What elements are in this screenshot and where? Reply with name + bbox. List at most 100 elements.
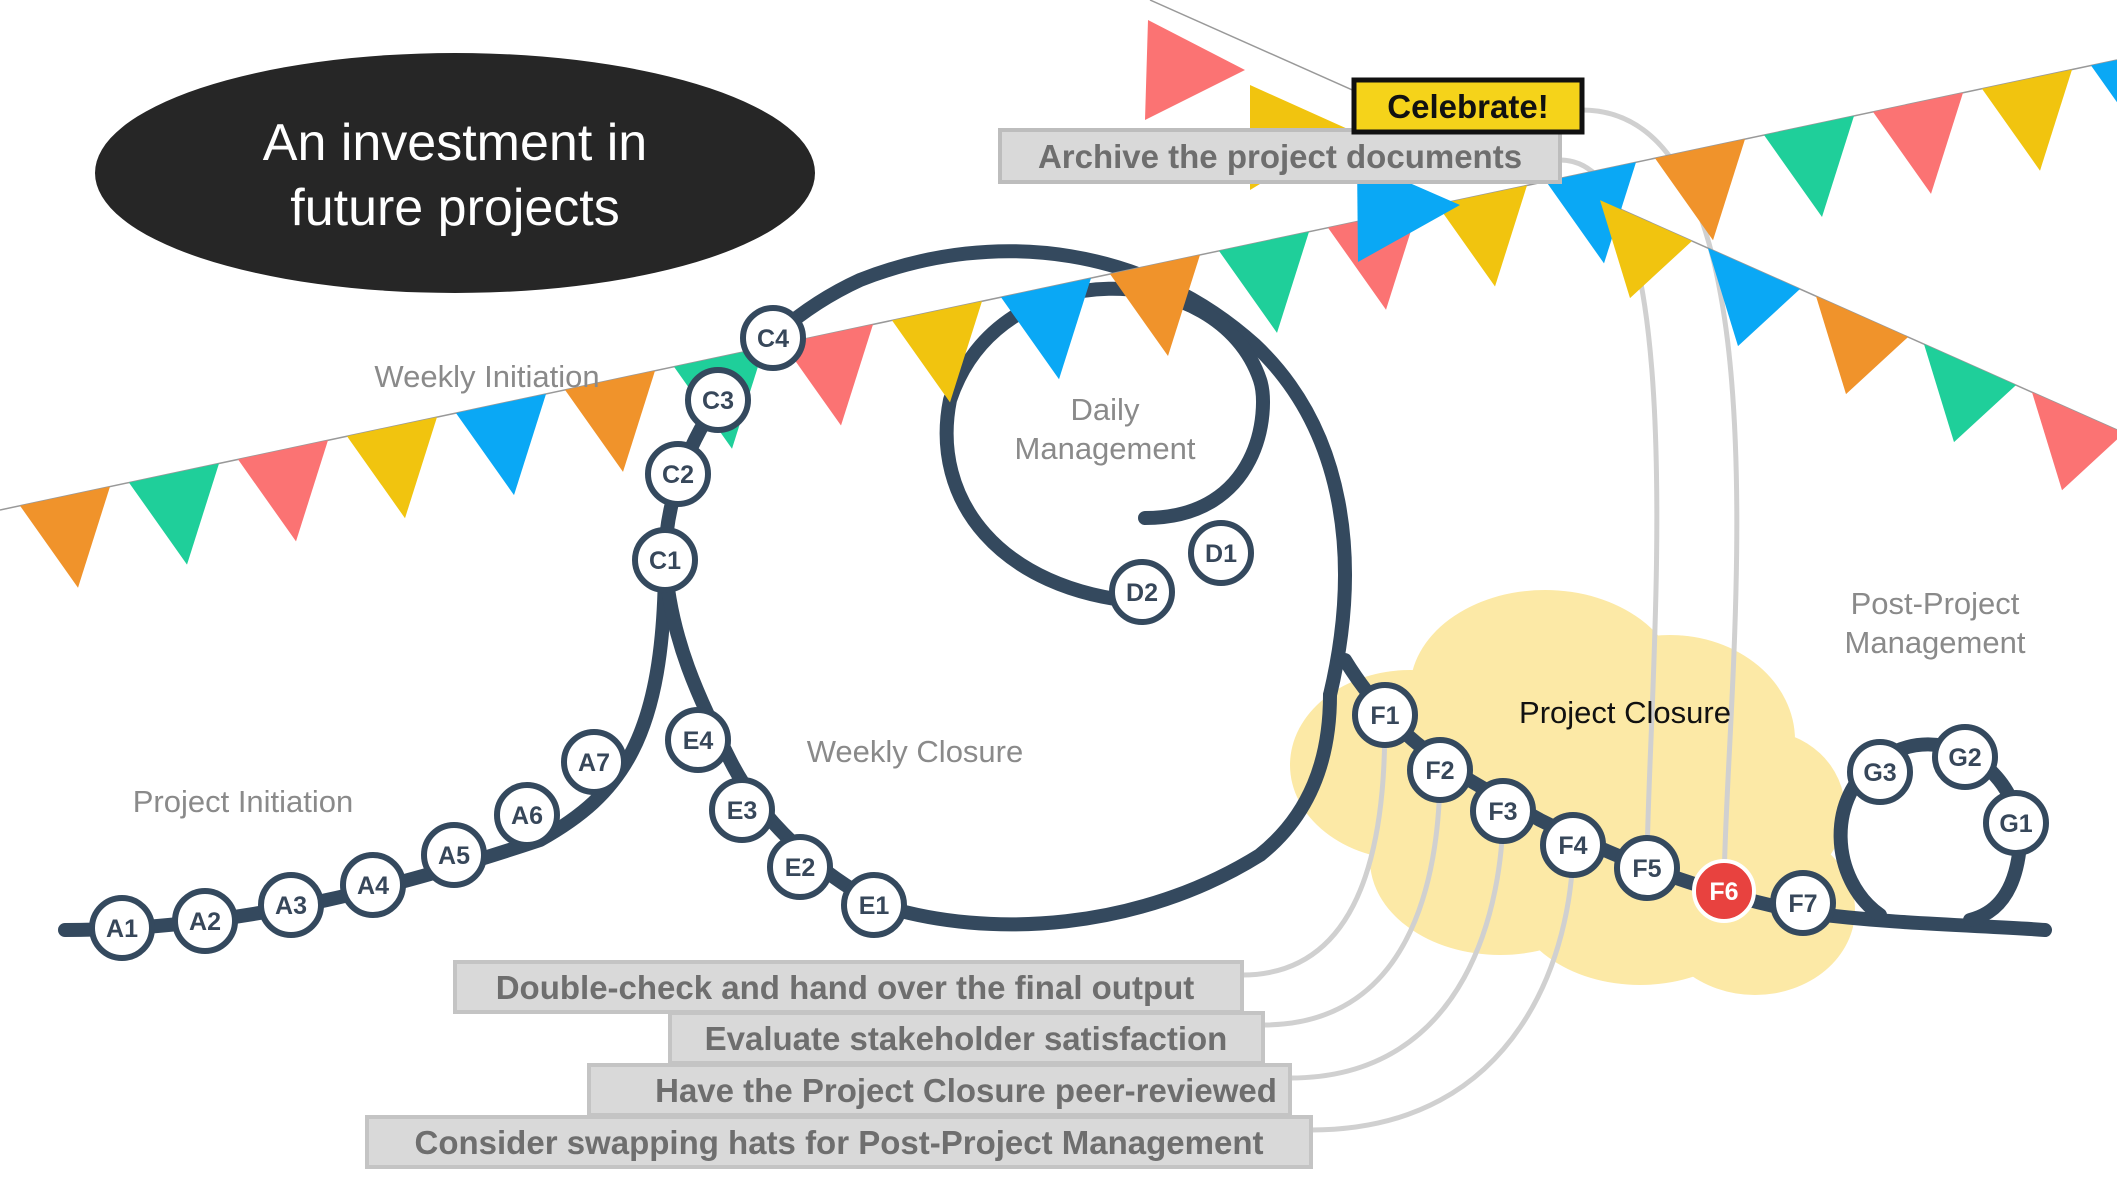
node-label-f5: F5 <box>1632 855 1661 883</box>
bunting-flag <box>1437 185 1527 287</box>
bunting-flag <box>1816 296 1908 395</box>
node-label-a6: A6 <box>511 802 543 830</box>
phase-post-project-line2: Management <box>1845 625 2026 660</box>
phase-post-project-line1: Post-Project <box>1851 586 2020 621</box>
phase-project-closure: Project Closure <box>1519 695 1731 730</box>
node-label-a5: A5 <box>438 842 470 870</box>
node-label-c4: C4 <box>757 325 789 353</box>
bunting-flag <box>1982 69 2072 171</box>
bunting-flag <box>892 301 982 403</box>
node-f3 <box>1470 778 1536 844</box>
node-label-e1: E1 <box>859 892 890 920</box>
node-label-f1: F1 <box>1370 702 1399 730</box>
callout-peer-review: Have the Project Closure peer-reviewed <box>587 1063 1292 1117</box>
node-label-f7: F7 <box>1788 890 1817 918</box>
node-f4 <box>1540 812 1606 878</box>
node-label-c2: C2 <box>662 461 694 489</box>
connector-f3 <box>1289 810 1506 1081</box>
node-g1 <box>1983 790 2049 856</box>
phase-weekly-initiation: Weekly Initiation <box>374 359 599 394</box>
bunting-flag <box>1708 248 1800 347</box>
bunting-flag <box>2091 59 2117 103</box>
node-f5 <box>1614 835 1680 901</box>
phase-daily-management-line2: Management <box>1015 431 1196 466</box>
node-f2 <box>1407 737 1473 803</box>
bunting-flag <box>783 324 873 426</box>
bunting-flag <box>456 393 546 496</box>
node-a7 <box>561 729 627 795</box>
node-label-c3: C3 <box>702 387 734 415</box>
double-check-label: Double-check and hand over the final out… <box>496 969 1195 1006</box>
node-a4 <box>340 852 406 918</box>
bunting-flag <box>1110 254 1200 357</box>
node-c2 <box>645 441 711 507</box>
peer-review-label: Have the Project Closure peer-reviewed <box>655 1072 1277 1109</box>
bunting-flag <box>2032 392 2117 491</box>
node-label-g1: G1 <box>1999 810 2032 838</box>
bunting-flag <box>238 440 328 542</box>
node-g3 <box>1847 739 1913 805</box>
connector-f6 <box>1581 107 1740 892</box>
node-label-e4: E4 <box>683 727 714 755</box>
node-a2 <box>172 888 238 954</box>
node-label-a7: A7 <box>578 749 610 777</box>
archive-callout: Archive the project documents <box>998 128 1562 184</box>
node-label-e3: E3 <box>727 797 758 825</box>
node-f6 <box>1692 859 1756 923</box>
phase-project-initiation: Project Initiation <box>133 784 354 819</box>
bunting-flag <box>1546 162 1636 264</box>
node-f7 <box>1770 870 1836 936</box>
bunting-flag <box>129 463 219 565</box>
connector-f2 <box>1262 769 1443 1028</box>
node-e1 <box>841 872 907 938</box>
node-e4 <box>665 707 731 773</box>
node-label-c1: C1 <box>649 547 681 575</box>
node-label-f2: F2 <box>1425 757 1454 785</box>
callout-evaluate: Evaluate stakeholder satisfaction <box>668 1011 1265 1065</box>
node-label-g3: G3 <box>1863 759 1896 787</box>
archive-label: Archive the project documents <box>1038 138 1522 175</box>
node-e3 <box>709 777 775 843</box>
node-a3 <box>258 872 324 938</box>
title-line2: future projects <box>290 179 620 237</box>
node-label-d2: D2 <box>1126 579 1158 607</box>
node-c4 <box>740 305 806 371</box>
bunting-flag <box>1145 20 1245 120</box>
node-label-a2: A2 <box>189 908 221 936</box>
node-label-e2: E2 <box>785 854 816 882</box>
bunting-flag <box>20 486 110 588</box>
swap-hats-label: Consider swapping hats for Post-Project … <box>415 1124 1264 1161</box>
celebrate-callout: Celebrate! <box>1351 77 1585 135</box>
bunting-flag <box>1873 92 1963 194</box>
bunting-flag <box>1600 200 1692 299</box>
bunting-flag <box>1764 115 1854 218</box>
phase-daily-management-line1: Daily <box>1071 392 1140 427</box>
bunting-flag <box>1001 278 1091 380</box>
bunting-flag <box>1357 160 1460 262</box>
node-label-f6: F6 <box>1709 878 1738 906</box>
node-label-f3: F3 <box>1488 798 1517 826</box>
bunting-flag <box>347 417 437 519</box>
node-label-f4: F4 <box>1558 832 1587 860</box>
bunting-flag <box>1924 344 2016 443</box>
callout-double-check: Double-check and hand over the final out… <box>453 960 1244 1014</box>
phase-weekly-closure: Weekly Closure <box>807 734 1024 769</box>
evaluate-label: Evaluate stakeholder satisfaction <box>705 1020 1228 1057</box>
node-label-d1: D1 <box>1205 540 1237 568</box>
node-c3 <box>685 367 751 433</box>
node-a1 <box>89 895 155 961</box>
title-line1: An investment in <box>263 114 647 172</box>
node-d1 <box>1188 520 1254 586</box>
title-pill: An investment in future projects <box>95 53 815 293</box>
node-g2 <box>1932 724 1998 790</box>
connector-f4 <box>1310 844 1576 1133</box>
node-c1 <box>632 527 698 593</box>
node-label-a3: A3 <box>275 892 307 920</box>
node-label-a1: A1 <box>106 915 138 943</box>
node-e2 <box>767 834 833 900</box>
node-a5 <box>421 822 487 888</box>
node-a6 <box>494 782 560 848</box>
callout-swap-hats: Consider swapping hats for Post-Project … <box>365 1115 1313 1169</box>
